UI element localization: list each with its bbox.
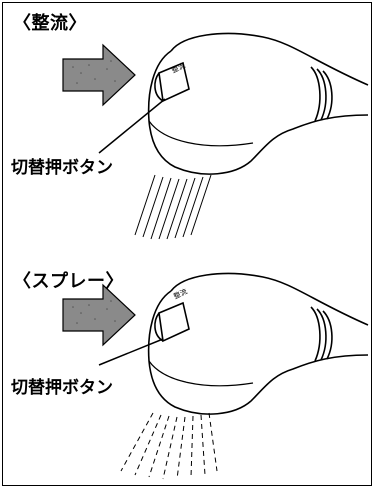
mode-label-straight: 〈整流〉	[13, 13, 87, 34]
callout-leader-line	[98, 98, 166, 154]
mode-label-spray: 〈スプレー〉	[13, 271, 124, 292]
panel-spray: 整流 〈スプレー〉 切替押ボタン	[3, 245, 373, 487]
diagram-frame: 整流 〈整流〉 切替押ボタン	[2, 2, 372, 486]
water-stream-icon	[120, 412, 218, 480]
shower-head-illustration: 整流	[62, 272, 369, 480]
arrow-icon	[62, 43, 136, 107]
svg-text:整流: 整流	[172, 287, 188, 301]
panel-straight-flow: 整流 〈整流〉 切替押ボタン	[3, 3, 373, 245]
shower-head-illustration: 整流	[62, 32, 369, 240]
arrow-icon	[62, 283, 136, 347]
callout-leader-line	[98, 338, 164, 366]
water-stream-icon	[134, 174, 212, 240]
switch-button-label: 切替押ボタン	[11, 158, 113, 178]
shower-head-icon	[147, 272, 369, 415]
shower-head-icon	[147, 32, 369, 175]
switch-button-label: 切替押ボタン	[11, 378, 113, 398]
